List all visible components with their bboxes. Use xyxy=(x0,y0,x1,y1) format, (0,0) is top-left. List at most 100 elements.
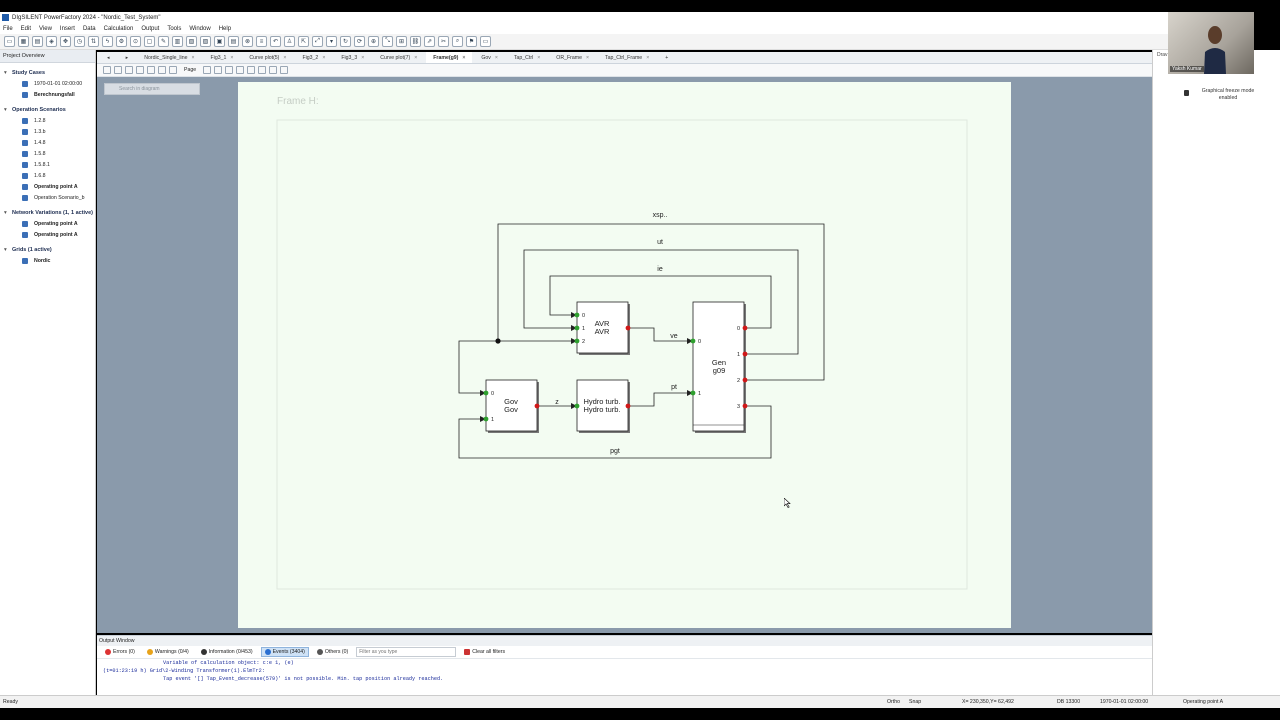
menu-help[interactable]: Help xyxy=(218,25,232,32)
network-icon[interactable]: ◈ xyxy=(46,36,57,47)
clock-icon[interactable]: ◷ xyxy=(74,36,85,47)
close-icon[interactable]: × xyxy=(283,54,287,61)
close-icon[interactable]: × xyxy=(585,54,589,61)
gen-out-0-port[interactable] xyxy=(742,325,748,331)
block-gen[interactable]: Gen g09 0 1 0 1 2 3 xyxy=(692,301,746,433)
tab-fig3-2[interactable]: Fig3_2× xyxy=(302,54,326,61)
zoom-icon[interactable]: ⌕ xyxy=(452,36,463,47)
stop-icon[interactable] xyxy=(136,66,144,74)
grid-icon[interactable]: ▦ xyxy=(18,36,29,47)
gov-in-1-port[interactable] xyxy=(483,416,489,422)
image-icon[interactable] xyxy=(280,66,289,74)
output-filter-input[interactable] xyxy=(356,647,457,657)
tree-item-scenario[interactable]: 1.3.b xyxy=(0,126,95,137)
refresh-icon[interactable]: ↻ xyxy=(340,36,351,47)
clear-filters-button[interactable]: Clear all filters xyxy=(460,647,509,657)
add-tab-icon[interactable]: + xyxy=(665,54,669,61)
tab-nordic-single-line[interactable]: Nordic_Single_line× xyxy=(144,54,195,61)
sync-icon[interactable]: ⟳ xyxy=(354,36,365,47)
expand-all-icon[interactable]: ⤡ xyxy=(382,36,393,47)
align-icon[interactable] xyxy=(258,66,267,74)
tree-item-scenario-active[interactable]: Operating point A xyxy=(0,181,95,192)
tab-or-frame[interactable]: OR_Frame× xyxy=(556,54,589,61)
filter-events-button[interactable]: Events (3404) xyxy=(260,647,309,657)
avr-out-port[interactable] xyxy=(625,325,631,331)
gen-out-1-port[interactable] xyxy=(742,351,748,357)
diagram-search-input[interactable]: Search in diagram xyxy=(104,83,200,95)
gen-in-1-port[interactable] xyxy=(690,390,696,396)
hydro-in-port[interactable] xyxy=(574,403,580,409)
filter-information-button[interactable]: Information (0/453) xyxy=(197,647,257,657)
fit-icon[interactable] xyxy=(169,66,177,74)
layout-icon[interactable]: ⊞ xyxy=(396,36,407,47)
output-log[interactable]: Variable of calculation object: c:e 1, (… xyxy=(97,659,1152,683)
tab-gov[interactable]: Gov× xyxy=(481,54,498,61)
tree-item-scenario[interactable]: 1.5.8 xyxy=(0,148,95,159)
signal-split-line[interactable] xyxy=(458,340,498,394)
close-icon[interactable]: × xyxy=(414,54,418,61)
print-icon[interactable]: ▣ xyxy=(214,36,225,47)
menu-data[interactable]: Data xyxy=(82,25,96,32)
menu-calculation[interactable]: Calculation xyxy=(103,25,134,32)
tab-curve-plot-7[interactable]: Curve plot(7)× xyxy=(380,54,418,61)
diagram-page[interactable]: Frame H: xyxy=(238,82,1011,628)
gen-in-0-port[interactable] xyxy=(690,338,696,344)
close-icon[interactable]: × xyxy=(230,54,234,61)
menu-insert[interactable]: Insert xyxy=(59,25,75,32)
grids-title[interactable]: Grids (1 active) xyxy=(0,244,95,255)
delete-icon[interactable] xyxy=(125,66,133,74)
gen-out-2-port[interactable] xyxy=(742,377,748,383)
tree-item-variation[interactable]: Operating point A xyxy=(0,229,95,240)
hydro-out-port[interactable] xyxy=(625,403,631,409)
filter-errors-button[interactable]: Errors (0) xyxy=(101,647,139,657)
tree-item-scenario[interactable]: 1.4.8 xyxy=(0,137,95,148)
select-icon[interactable] xyxy=(214,66,223,74)
menu-tools[interactable]: Tools xyxy=(167,25,182,32)
pin-icon[interactable]: ⊙ xyxy=(130,36,141,47)
avr-in-0-port[interactable] xyxy=(574,312,580,318)
signal-pt-line[interactable] xyxy=(628,392,693,407)
grid-icon[interactable] xyxy=(247,66,256,74)
person-icon[interactable]: ♙ xyxy=(284,36,295,47)
new-icon[interactable]: ▭ xyxy=(4,36,15,47)
refresh-icon[interactable] xyxy=(114,66,122,74)
pan-icon[interactable] xyxy=(158,66,166,74)
tree-item-scenario[interactable]: 1.5.8.1 xyxy=(0,159,95,170)
star-icon[interactable] xyxy=(203,66,212,74)
status-ortho[interactable]: Ortho xyxy=(887,699,900,705)
video-call-thumbnail[interactable]: Yaksh Kumar xyxy=(1168,12,1254,74)
zoom-box-icon[interactable] xyxy=(225,66,234,74)
signal-xsp-line[interactable] xyxy=(497,223,825,381)
avr-in-2-port[interactable] xyxy=(574,338,580,344)
tab-fig3-3[interactable]: Fig3_3× xyxy=(341,54,365,61)
gen-out-3-port[interactable] xyxy=(742,403,748,409)
nav-forward-icon[interactable]: ▸ xyxy=(125,54,129,61)
status-snap[interactable]: Snap xyxy=(909,699,922,705)
zoom-icon[interactable] xyxy=(147,66,155,74)
select-icon[interactable]: ⇱ xyxy=(298,36,309,47)
close-icon[interactable]: × xyxy=(462,54,466,61)
signal-ie-line[interactable] xyxy=(549,275,772,329)
avr-in-1-port[interactable] xyxy=(574,325,580,331)
undo-icon[interactable]: ↶ xyxy=(270,36,281,47)
data-manager-icon[interactable]: ▤ xyxy=(32,36,43,47)
tree-item-berechnungsfall[interactable]: Berechnungsfall xyxy=(0,89,95,100)
tab-frame-g9[interactable]: Frame(g9)× xyxy=(426,52,473,63)
table-icon[interactable]: ▥ xyxy=(172,36,183,47)
layers-icon[interactable] xyxy=(269,66,278,74)
gov-in-0-port[interactable] xyxy=(483,390,489,396)
edit-icon[interactable]: ✎ xyxy=(158,36,169,47)
compare-icon[interactable]: ▨ xyxy=(200,36,211,47)
gov-out-port[interactable] xyxy=(534,403,540,409)
tree-item-scenario[interactable]: 1.2.8 xyxy=(0,115,95,126)
close-icon[interactable]: × xyxy=(361,54,365,61)
share-icon[interactable]: ⇗ xyxy=(424,36,435,47)
stop-icon[interactable]: ⊗ xyxy=(242,36,253,47)
link-icon[interactable]: ⛓ xyxy=(410,36,421,47)
move-icon[interactable]: ✥ xyxy=(60,36,71,47)
operation-scenarios-title[interactable]: Operation Scenarios xyxy=(0,104,95,115)
close-icon[interactable]: × xyxy=(322,54,326,61)
short-circuit-icon[interactable]: ϟ xyxy=(102,36,113,47)
close-icon[interactable]: × xyxy=(191,54,195,61)
tree-item-study-time[interactable]: 1970-01-01 02:00:00 xyxy=(0,78,95,89)
